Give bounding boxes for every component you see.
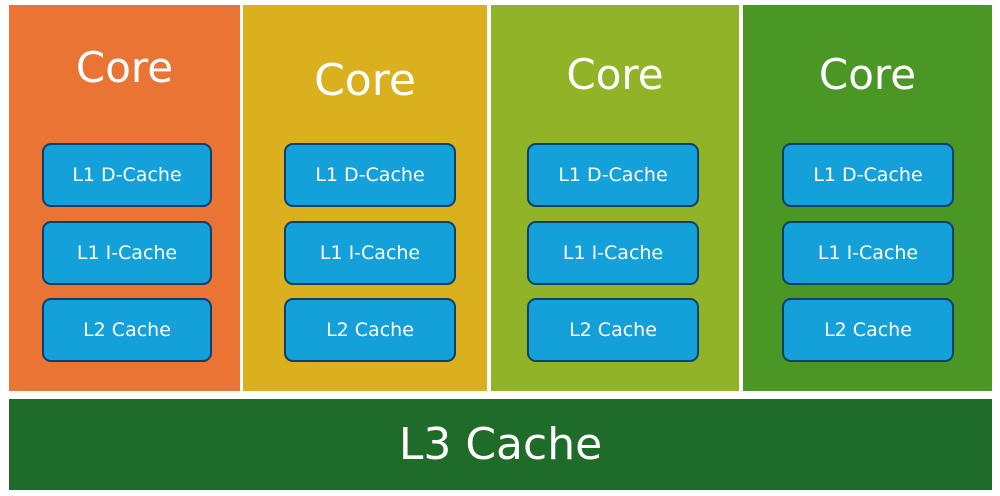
core-4-title: Core — [818, 50, 917, 99]
core-3-l1-i-cache: L1 I-Cache — [527, 221, 699, 285]
core-4-l1-i-cache: L1 I-Cache — [782, 221, 954, 285]
core-3-l2-cache: L2 Cache — [527, 298, 699, 362]
core-1-l1-i-cache: L1 I-Cache — [42, 221, 212, 285]
core-2-title: Core — [314, 55, 416, 106]
core-2-l1-d-cache: L1 D-Cache — [284, 143, 456, 207]
core-4-l2-cache: L2 Cache — [782, 298, 954, 362]
core-2-l2-cache: L2 Cache — [284, 298, 456, 362]
l3-cache: L3 Cache — [9, 399, 992, 490]
core-3-title: Core — [566, 50, 664, 99]
core-4-l1-d-cache: L1 D-Cache — [782, 143, 954, 207]
core-4: Core L1 D-Cache L1 I-Cache L2 Cache — [743, 5, 992, 391]
core-1-l1-d-cache: L1 D-Cache — [42, 143, 212, 207]
core-2: Core L1 D-Cache L1 I-Cache L2 Cache — [243, 5, 487, 391]
core-1-l2-cache: L2 Cache — [42, 298, 212, 362]
core-3-l1-d-cache: L1 D-Cache — [527, 143, 699, 207]
core-2-l1-i-cache: L1 I-Cache — [284, 221, 456, 285]
core-1-title: Core — [75, 43, 174, 92]
core-3: Core L1 D-Cache L1 I-Cache L2 Cache — [491, 5, 739, 391]
core-1: Core L1 D-Cache L1 I-Cache L2 Cache — [9, 5, 240, 391]
